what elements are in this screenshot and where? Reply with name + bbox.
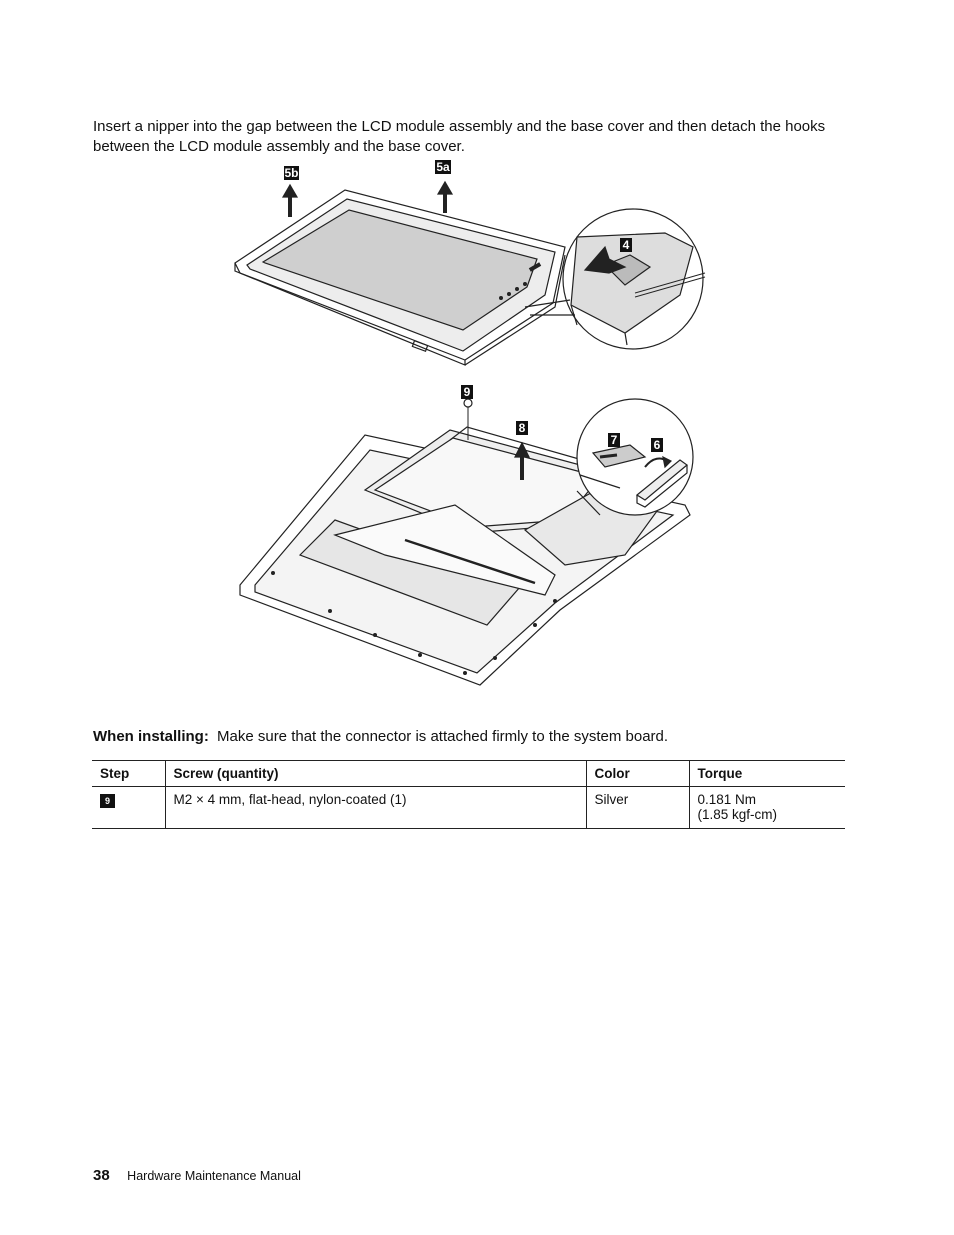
intro-paragraph: Insert a nipper into the gap between the… — [93, 118, 826, 155]
table-header-row: Step Screw (quantity) Color Torque — [92, 760, 845, 787]
callout-5a: 5a — [435, 160, 451, 174]
page-number: 38 — [93, 1167, 110, 1184]
page-footer: 38 Hardware Maintenance Manual — [93, 1167, 301, 1184]
callout-9: 9 — [461, 385, 473, 399]
header-step: Step — [92, 760, 165, 787]
cell-screw: M2 × 4 mm, flat-head, nylon-coated (1) — [164, 786, 586, 829]
illustration-drawing — [234, 180, 706, 686]
cell-color: Silver — [585, 786, 689, 829]
cell-torque: 0.181 Nm (1.85 kgf-cm) — [688, 786, 845, 829]
callout-4: 4 — [620, 238, 632, 252]
installation-note-text: Make sure that the connector is attached… — [217, 728, 669, 745]
step-badge: 9 — [100, 794, 115, 808]
table-row: 9 M2 × 4 mm, flat-head, nylon-coated (1)… — [92, 786, 845, 829]
installation-note: When installing: Make sure that the conn… — [93, 728, 668, 745]
manual-title: Hardware Maintenance Manual — [127, 1169, 301, 1183]
installation-note-label: When installing: — [93, 728, 209, 745]
screw-table: Step Screw (quantity) Color Torque 9 M2 … — [92, 760, 845, 829]
header-torque: Torque — [688, 760, 845, 787]
header-color: Color — [585, 760, 689, 787]
callout-5b: 5b — [284, 166, 299, 180]
callout-7: 7 — [608, 433, 620, 447]
header-screw: Screw (quantity) — [164, 760, 586, 787]
torque-value: 0.181 Nm — [697, 792, 757, 807]
disassembly-illustration: 5b 5a 4 9 8 7 6 — [225, 155, 715, 710]
torque-alt-value: (1.85 kgf-cm) — [697, 807, 778, 822]
callout-8: 8 — [516, 421, 528, 435]
cell-step: 9 — [92, 786, 165, 829]
callout-6: 6 — [651, 438, 663, 452]
